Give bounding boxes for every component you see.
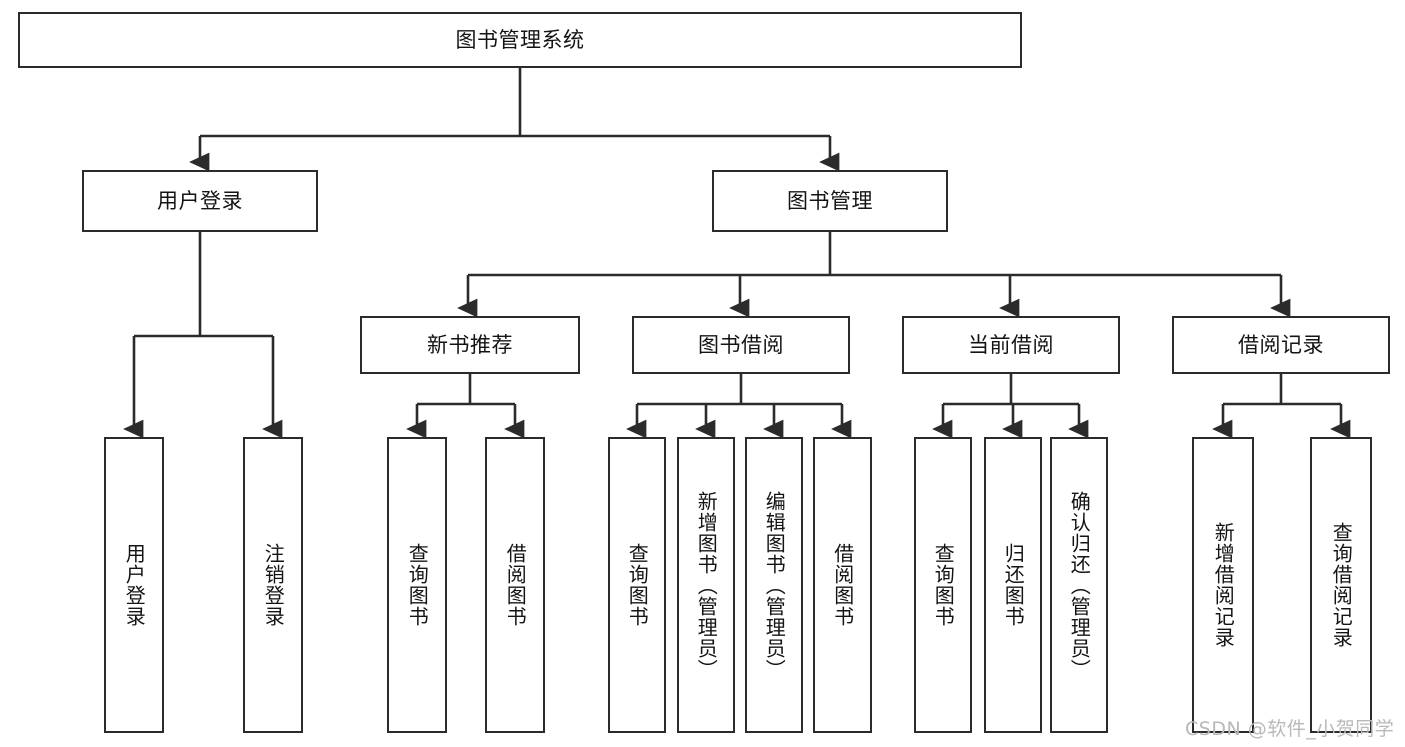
node-label: 新增图书（管理员） [694,490,719,680]
node-label: 图书管理 [787,188,873,213]
node-root-system[interactable]: 图书管理系统 [18,12,1022,68]
node-label: 用户登录 [157,188,243,213]
node-label: 当前借阅 [968,332,1054,357]
leaf-node[interactable]: 新增图书（管理员） [677,437,735,733]
leaf-node[interactable]: 查询图书 [608,437,666,733]
leaf-node[interactable]: 注销登录 [243,437,303,733]
node-new-book-recommend[interactable]: 新书推荐 [360,316,580,374]
node-label: 查询图书 [625,543,650,627]
node-label: 新书推荐 [427,332,513,357]
node-label: 编辑图书（管理员） [762,490,787,680]
leaf-node[interactable]: 用户登录 [104,437,164,733]
node-borrow-record[interactable]: 借阅记录 [1172,316,1390,374]
node-label: 借阅图书 [503,543,528,627]
leaf-node[interactable]: 查询图书 [387,437,447,733]
node-user-login[interactable]: 用户登录 [82,170,318,232]
node-label: 图书借阅 [698,332,784,357]
node-label: 归还图书 [1001,543,1026,627]
node-label: 用户登录 [122,543,147,627]
node-book-borrow[interactable]: 图书借阅 [632,316,850,374]
leaf-node[interactable]: 借阅图书 [485,437,545,733]
node-label: 查询图书 [931,543,956,627]
node-label: 查询借阅记录 [1329,522,1354,648]
leaf-node[interactable]: 新增借阅记录 [1192,437,1254,733]
csdn-watermark: CSDN @软件_小贺同学 [1185,718,1395,740]
node-current-borrow[interactable]: 当前借阅 [902,316,1120,374]
leaf-node[interactable]: 确认归还（管理员） [1050,437,1108,733]
node-label: 借阅记录 [1238,332,1324,357]
node-label: 借阅图书 [830,543,855,627]
leaf-node[interactable]: 查询图书 [914,437,972,733]
node-book-management[interactable]: 图书管理 [712,170,948,232]
node-label: 注销登录 [261,543,286,627]
leaf-node[interactable]: 查询借阅记录 [1310,437,1372,733]
leaf-node[interactable]: 编辑图书（管理员） [745,437,803,733]
node-label: 图书管理系统 [455,27,585,52]
node-label: 查询图书 [405,543,430,627]
node-label: 确认归还（管理员） [1067,490,1092,680]
leaf-node[interactable]: 借阅图书 [813,437,872,733]
node-label: 新增借阅记录 [1211,522,1236,648]
leaf-node[interactable]: 归还图书 [984,437,1042,733]
